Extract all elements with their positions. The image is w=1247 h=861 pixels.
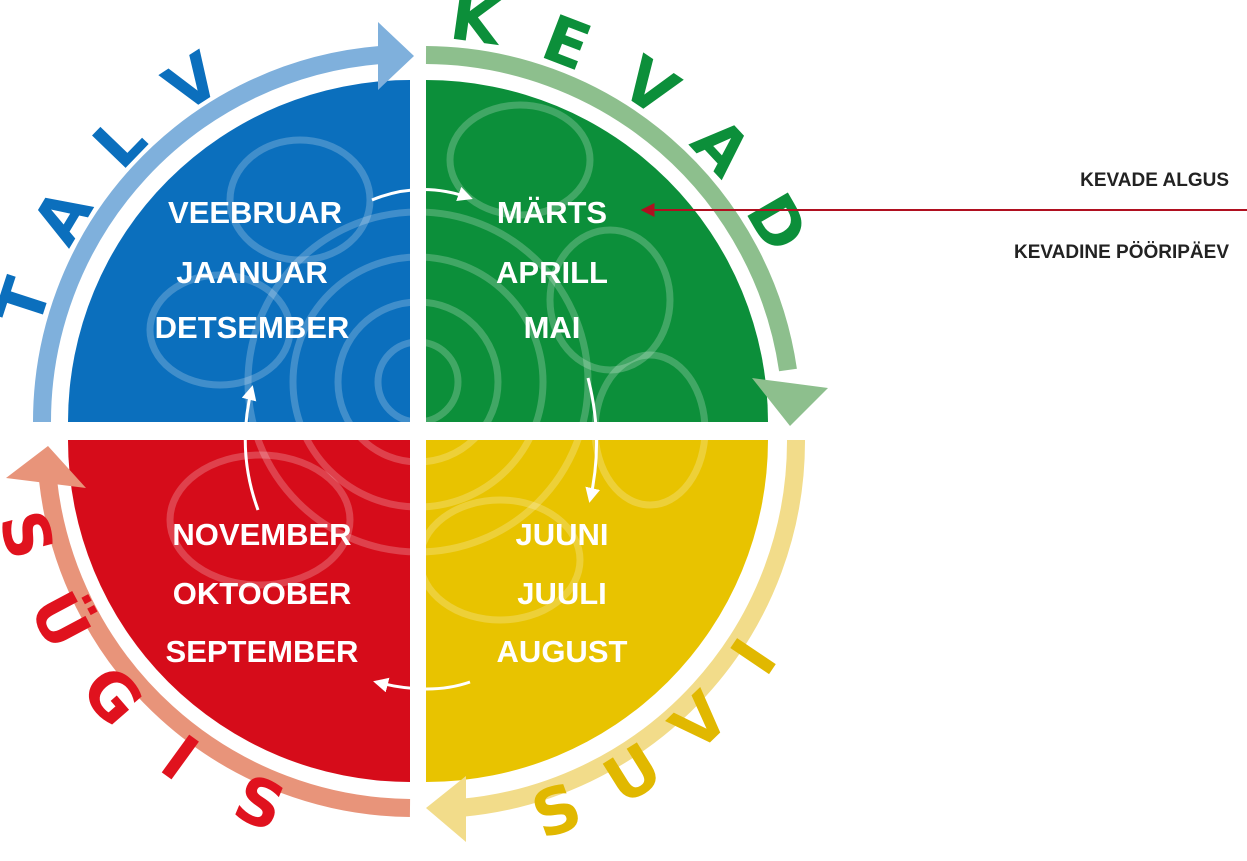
spring-to-summer-arrow [585,377,601,503]
month-label: JUULI [517,576,607,611]
month-label: VEEBRUAR [168,195,342,230]
summer-months: JUUNI JUULI AUGUST [497,517,628,669]
month-label: JUUNI [515,517,608,552]
summer-quadrant [426,440,768,782]
month-label: MÄRTS [497,195,607,230]
month-label: OKTOOBER [173,576,352,611]
autumn-arc [39,479,411,817]
autumn-quadrant [68,440,410,782]
autumn-arc-arrowhead [6,446,86,488]
winter-arc-arrowhead [378,22,414,90]
month-label: AUGUST [497,634,628,669]
summer-arc [459,439,806,817]
season-letter: V [657,678,744,766]
season-letter: K [446,0,508,61]
spring-arc-arrowhead [752,378,828,426]
annotation-kevade-algus: KEVADE ALGUS [1080,170,1229,191]
month-label: SEPTEMBER [166,634,359,669]
month-label: DETSEMBER [155,310,350,345]
season-letter: S [223,761,294,847]
month-label: MAI [524,310,581,345]
summer-arc-arrowhead [426,776,466,842]
month-label: APRILL [496,255,608,290]
autumn-months: NOVEMBER OKTOOBER SEPTEMBER [166,517,359,669]
winter-to-spring-arrow [371,186,473,202]
month-label: JAANUAR [176,255,328,290]
spring-months: MÄRTS APRILL MAI [496,195,608,345]
annotation-kevadine-pooripaev: KEVADINE PÖÖRIPÄEV [1013,242,1229,263]
season-letter: U [592,730,675,820]
winter-months: VEEBRUAR JAANUAR DETSEMBER [155,195,350,345]
winter-quadrant [68,80,410,422]
season-letter: E [532,2,599,87]
season-letter: Ü [14,580,106,662]
spring-arc [425,46,797,372]
month-flow-arrows [241,186,601,693]
season-letter: G [66,653,156,741]
autumn-to-winter-arrow [241,385,260,511]
summer-to-autumn-arrow [373,677,471,693]
month-label: NOVEMBER [172,517,351,552]
spring-quadrant [426,80,768,422]
winter-arc [33,46,381,423]
